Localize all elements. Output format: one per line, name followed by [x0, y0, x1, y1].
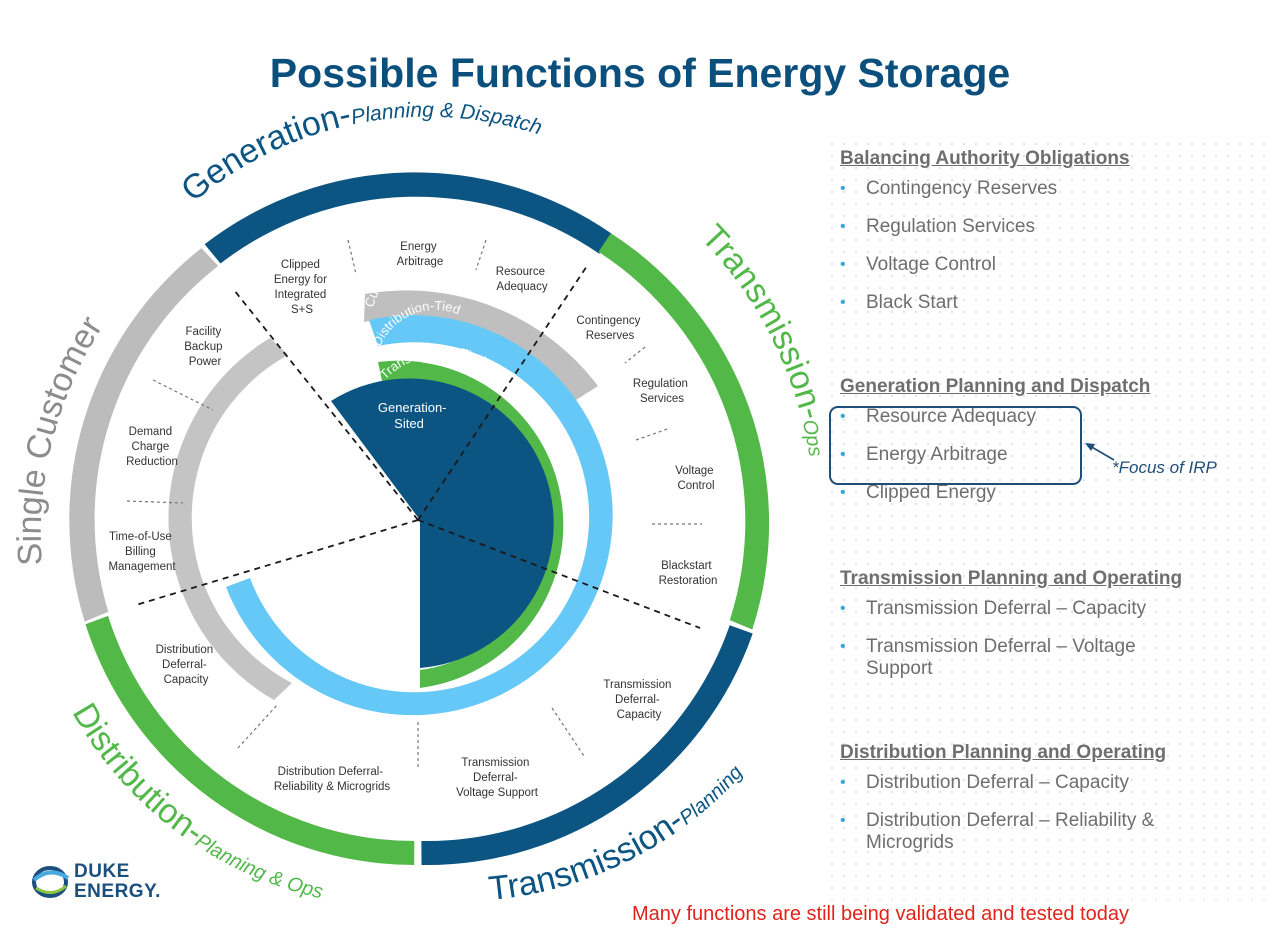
section-balancing-authority: Balancing Authority Obligations Continge… [840, 148, 1260, 330]
section-transmission-planning: Transmission Planning and Operating Tran… [840, 568, 1260, 696]
list-item: Transmission Deferral – Capacity [840, 598, 1260, 620]
function-regulation-services: Regulation Services [633, 378, 691, 405]
function-demand-charge: Demand Charge Reduction [126, 426, 178, 468]
function-resource-adequacy: Resource Adequacy [496, 266, 548, 293]
function-transmission-deferral-capacity: Transmission Deferral- Capacity [603, 679, 674, 721]
list-item: Distribution Deferral – Reliability & Mi… [840, 810, 1216, 854]
list-item: Clipped Energy [840, 482, 1260, 504]
section-title: Distribution Planning and Operating [840, 742, 1167, 763]
section-title: Balancing Authority Obligations [840, 148, 1130, 169]
ring-transmission-planning [421, 625, 753, 866]
function-voltage-control: Voltage Control [675, 465, 717, 492]
separator-tick [635, 427, 671, 441]
irp-note: *Focus of IRP [1112, 458, 1217, 477]
section-title: Generation Planning and Dispatch [840, 376, 1151, 397]
ring-single-customer [69, 248, 219, 622]
section-title: Transmission Planning and Operating [840, 568, 1183, 589]
function-energy-arbitrage: Energy Arbitrage [397, 241, 444, 268]
ring-distribution [85, 615, 415, 865]
duke-logo-icon [32, 866, 70, 898]
function-distribution-deferral-reliability: Distribution Deferral- Reliability & Mic… [274, 766, 391, 793]
separator-tick [237, 703, 279, 749]
core-generation-sited [331, 378, 554, 668]
arrow-icon [1085, 443, 1115, 461]
separator-tick [347, 239, 357, 275]
function-contingency-reserves: Contingency Reserves [576, 315, 643, 342]
list-item: Resource Adequacy [840, 406, 1260, 428]
logo-text: DUKE ENERGY. [74, 861, 161, 902]
divider-line [233, 289, 419, 521]
list-item: Voltage Control [840, 254, 1260, 276]
function-facility-backup: Facility Backup Power [184, 326, 226, 368]
label-generation-sited: Generation- Sited [378, 400, 450, 431]
function-tou-billing: Time-of-Use Billing Management [108, 531, 176, 573]
function-transmission-deferral-voltage: Transmission Deferral- Voltage Support [456, 757, 539, 799]
list-item: Black Start [840, 292, 1260, 314]
function-blackstart-restoration: Blackstart Restoration [659, 560, 718, 587]
footer-note: Many functions are still being validated… [632, 903, 1129, 925]
irp-highlight-box [829, 406, 1082, 485]
duke-energy-logo: DUKE ENERGY. [30, 858, 170, 906]
list-item: Energy Arbitrage [840, 444, 1260, 466]
energy-storage-wheel: Generation-Planning & Dispatch Single Cu… [11, 95, 830, 908]
ring-customer-sited-left [168, 338, 292, 700]
list-item: Regulation Services [840, 216, 1260, 238]
ring-generation [204, 172, 612, 264]
function-clipped-energy: Clipped Energy for Integrated S+S [274, 259, 330, 316]
divider-line [417, 265, 588, 521]
separator-tick [475, 239, 487, 271]
list-item: Transmission Deferral – Voltage Support [840, 636, 1196, 680]
divider-line [135, 519, 419, 606]
separator-tick [152, 379, 214, 411]
page-title: Possible Functions of Energy Storage [269, 50, 1011, 96]
ring-transmission-ops [598, 233, 770, 630]
separator-tick [551, 707, 585, 757]
list-item: Contingency Reserves [840, 178, 1260, 200]
separator-tick [624, 346, 646, 364]
section-distribution-planning: Distribution Planning and Operating Dist… [840, 742, 1260, 870]
list-item: Distribution Deferral – Capacity [840, 772, 1260, 794]
section-generation-planning: Generation Planning and Dispatch Resourc… [840, 376, 1260, 520]
function-distribution-deferral-capacity: Distribution Deferral- Capacity [156, 644, 217, 686]
